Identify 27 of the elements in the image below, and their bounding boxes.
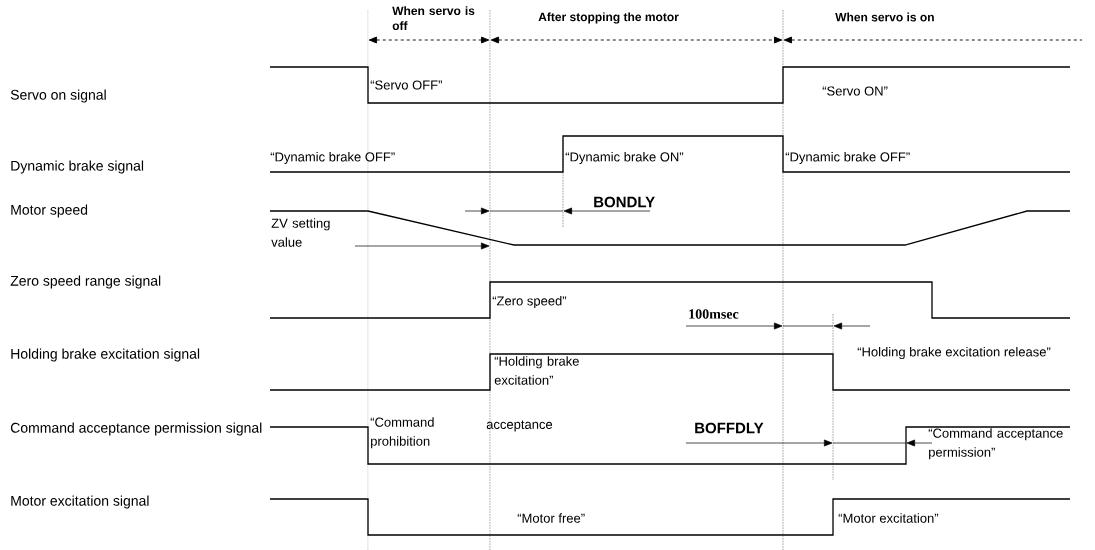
signal-name: Holding brake excitation signal xyxy=(11,348,200,362)
period-heading: When servo is on xyxy=(835,12,934,22)
state-label: acceptance xyxy=(486,420,553,432)
parameter-label: BOFFDLY xyxy=(695,422,764,434)
state-label: “Dynamic brake OFF” xyxy=(270,151,395,165)
state-label: “Zero speed” xyxy=(492,295,567,309)
state-label: “Motor excitation” xyxy=(838,513,939,523)
state-label: “Command prohibition xyxy=(370,417,434,449)
parameter-label: BONDLY xyxy=(594,196,655,208)
period-heading: After stopping the motor xyxy=(538,12,679,24)
state-label: “Command acceptance permission” xyxy=(928,428,1063,460)
state-label: “Holding brake excitation release” xyxy=(857,346,1051,360)
time-label: 100msec xyxy=(689,309,739,319)
signal-name: Command acceptance permission signal xyxy=(10,422,262,436)
signal-name: Zero speed range signal xyxy=(10,275,161,289)
threshold-label: ZV setting value xyxy=(271,218,330,247)
state-label: “Dynamic brake ON” xyxy=(565,151,684,165)
state-label: “Servo ON” xyxy=(822,86,888,96)
state-label: “Dynamic brake OFF” xyxy=(785,151,910,165)
period-heading: When servo is off xyxy=(392,6,475,30)
state-label: “Servo OFF” xyxy=(370,80,442,90)
state-label: “Motor free” xyxy=(517,513,585,523)
signal-name: Motor speed xyxy=(11,204,88,218)
signal-name: Dynamic brake signal xyxy=(11,160,144,174)
state-label: “Holding brake excitation” xyxy=(494,356,579,385)
signal-name: Servo on signal xyxy=(10,89,106,103)
signal-name: Motor excitation signal xyxy=(11,495,149,509)
